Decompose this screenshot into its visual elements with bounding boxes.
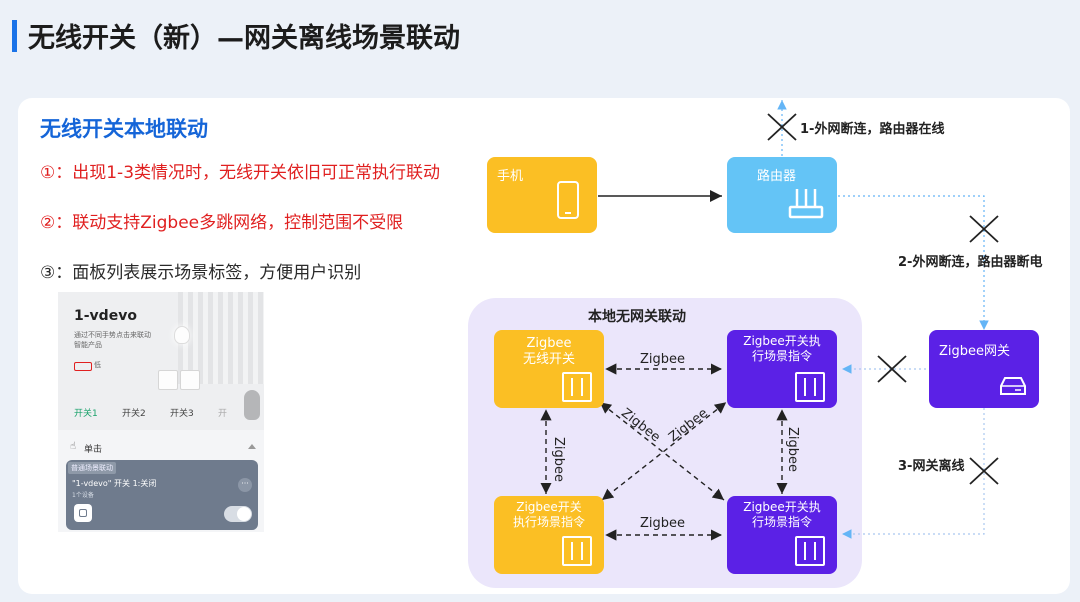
node-exec-bottom-right-label: Zigbee开关执 行场景指令 bbox=[743, 500, 821, 529]
edge-label-bottom: Zigbee bbox=[640, 516, 686, 531]
node-exec-top-right-label: Zigbee开关执 行场景指令 bbox=[743, 334, 821, 363]
bullet-2: ②：联动支持Zigbee多跳网络，控制范围不受限 bbox=[40, 213, 404, 233]
node-exec-bottom-left-label: Zigbee开关 执行场景指令 bbox=[512, 500, 585, 529]
zone-title: 本地无网关联动 bbox=[588, 309, 686, 325]
node-exec-top-right: Zigbee开关执 行场景指令 bbox=[727, 330, 837, 408]
node-router: 路由器 bbox=[727, 157, 837, 233]
node-phone-label: 手机 bbox=[497, 169, 524, 184]
tab-switch-1[interactable]: 开关1 bbox=[74, 409, 98, 419]
note-3: 3-网关离线 bbox=[898, 459, 965, 474]
scene-tag: 普通场景联动 bbox=[68, 462, 116, 474]
edge-label-right: Zigbee bbox=[785, 426, 801, 473]
bullet-1: ①：出现1-3类情况时，无线开关依旧可正常执行联动 bbox=[40, 163, 441, 183]
zigbee-link-diag2 bbox=[601, 402, 727, 501]
node-wireless-switch-label: Zigbee 无线开关 bbox=[522, 336, 575, 367]
node-gateway-label: Zigbee网关 bbox=[939, 344, 1011, 359]
hand-pointer-icon bbox=[244, 390, 260, 420]
switch-panel-icon bbox=[795, 372, 825, 402]
smartphone-icon bbox=[557, 181, 579, 219]
note-1: 1-外网断连，路由器在线 bbox=[800, 122, 945, 137]
switch-panel-icon bbox=[562, 372, 592, 402]
scene-execute-icon[interactable] bbox=[74, 504, 92, 522]
break-x-icon bbox=[767, 113, 797, 141]
socket-icon bbox=[180, 370, 200, 390]
title-accent-bar bbox=[12, 20, 17, 52]
app-screenshot: 1-vdevo 通过不同手势点击来联动智能产品 低 开关1 开关2 开关3 开 … bbox=[58, 292, 264, 532]
scene-toggle[interactable] bbox=[224, 506, 252, 522]
tab-switch-2[interactable]: 开关2 bbox=[122, 409, 146, 419]
node-gateway: Zigbee网关 bbox=[929, 330, 1039, 408]
gateway-exec2-line bbox=[842, 408, 985, 539]
gateway-icon bbox=[1000, 377, 1026, 395]
window-blinds-image bbox=[178, 292, 264, 384]
bullet-3: ③：面板列表展示场景标签，方便用户识别 bbox=[40, 263, 362, 283]
note-2: 2-外网断连，路由器断电 bbox=[898, 255, 1043, 270]
lightbulb-icon bbox=[174, 326, 190, 344]
node-exec-bottom-left: Zigbee开关 执行场景指令 bbox=[494, 496, 604, 574]
switch-panel-icon bbox=[795, 536, 825, 566]
switch-panel-icon bbox=[562, 536, 592, 566]
tap-gesture-icon: ☝ bbox=[70, 441, 77, 452]
collapse-caret-icon[interactable] bbox=[248, 444, 256, 449]
tab-switch-4[interactable]: 开 bbox=[218, 409, 228, 419]
section-title: 无线开关本地联动 bbox=[40, 117, 208, 141]
node-phone: 手机 bbox=[487, 157, 597, 233]
break-x-icon bbox=[969, 457, 999, 485]
node-wireless-switch: Zigbee 无线开关 bbox=[494, 330, 604, 408]
router-icon bbox=[788, 189, 824, 219]
router-gateway-line bbox=[838, 195, 989, 330]
break-x-icon bbox=[969, 215, 999, 243]
scene-action: "1-vdevo" 开关 1:关闭 bbox=[72, 479, 157, 488]
node-exec-bottom-right: Zigbee开关执 行场景指令 bbox=[727, 496, 837, 574]
node-router-label: 路由器 bbox=[757, 169, 797, 184]
socket-icon bbox=[158, 370, 178, 390]
device-name: 1-vdevo bbox=[74, 308, 137, 324]
tab-switch-3[interactable]: 开关3 bbox=[170, 409, 194, 419]
battery-label: 低 bbox=[94, 361, 101, 369]
device-description: 通过不同手势点击来联动智能产品 bbox=[74, 331, 151, 349]
break-x-icon bbox=[877, 355, 907, 383]
scene-device-count: 1个设备 bbox=[72, 492, 94, 499]
trigger-label: 单击 bbox=[84, 445, 103, 455]
edge-label-left: Zigbee bbox=[551, 436, 567, 483]
page-title: 无线开关（新）—网关离线场景联动 bbox=[28, 23, 460, 54]
more-options-icon[interactable]: ··· bbox=[238, 478, 252, 492]
battery-icon bbox=[74, 362, 92, 371]
edge-label-top: Zigbee bbox=[640, 352, 686, 367]
